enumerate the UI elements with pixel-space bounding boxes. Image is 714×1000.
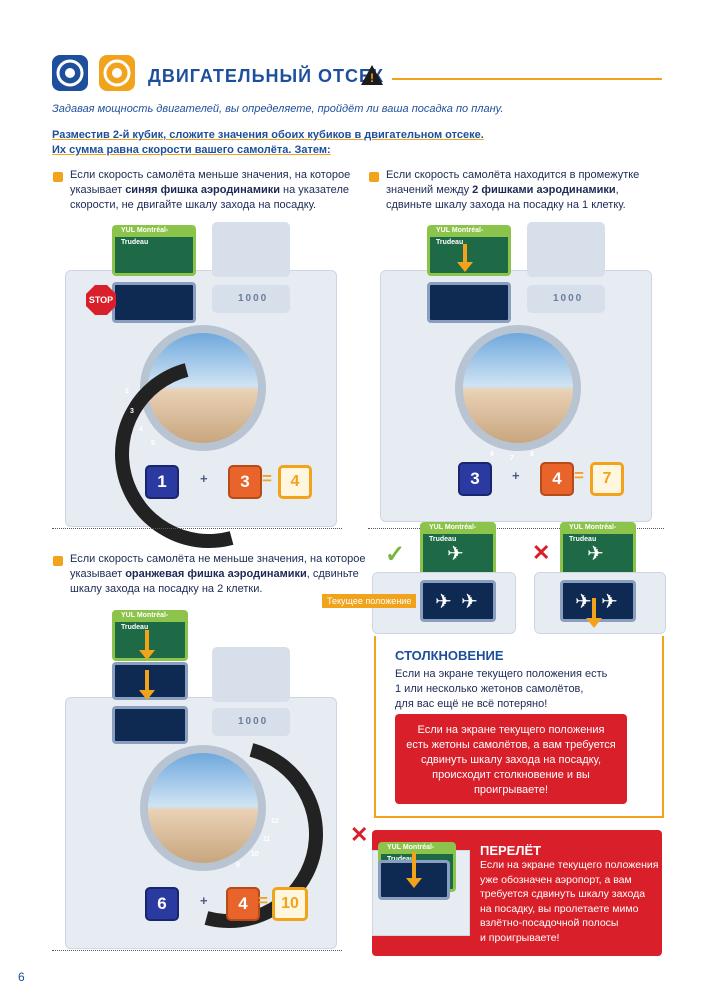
arrow-down-icon — [139, 630, 155, 660]
current-position-screen — [427, 282, 511, 323]
rule-line-1: Разместив 2-й кубик, сложите значения об… — [52, 129, 484, 141]
header-divider — [392, 78, 662, 80]
speed-tick: 11 — [263, 836, 271, 843]
speed-tick: 2 — [125, 388, 129, 395]
speed-tick: 10 — [251, 851, 259, 858]
collision-text: Если на экране текущего положения есть 1… — [395, 668, 608, 710]
blue-die: 6 — [145, 887, 179, 921]
plus-sign: + — [200, 893, 208, 908]
speed-tick: 6 — [490, 451, 494, 458]
plus-sign: + — [200, 471, 208, 486]
current-position-screen — [112, 282, 196, 323]
current-position-label: Текущее положение — [322, 594, 417, 608]
attitude-indicator — [140, 745, 266, 871]
engine-orange-icon — [99, 55, 135, 91]
bullet-icon — [53, 556, 63, 566]
current-position-screen: ✈ ✈ — [420, 580, 496, 622]
speed-sum: 7 — [590, 462, 624, 496]
speed-tick: 4 — [139, 426, 143, 433]
warning-triangle-icon: ! — [360, 64, 384, 91]
airport-card: YUL Montréal-Trudeau — [112, 225, 196, 276]
orange-die: 4 — [226, 887, 260, 921]
page-title: ДВИГАТЕЛЬНЫЙ ОТСЕК — [148, 66, 385, 86]
plane-icon: ✈ — [587, 543, 604, 565]
stop-sign-icon: STOP — [86, 285, 116, 315]
arrow-down-icon — [139, 670, 155, 700]
overshoot-title: ПЕРЕЛЁТ — [480, 843, 542, 858]
attitude-indicator — [140, 325, 266, 451]
current-position-screen — [112, 706, 188, 744]
collision-panel — [374, 636, 664, 818]
plus-sign: + — [512, 468, 520, 483]
speed-tick: 5 — [151, 440, 155, 447]
arrow-down-icon — [457, 244, 473, 272]
orange-die: 3 — [228, 465, 262, 499]
arrow-down-icon — [586, 598, 602, 628]
plane-icon: ✈ — [435, 591, 452, 613]
speed-sum: 4 — [278, 465, 312, 499]
speed-sum: 10 — [272, 887, 308, 921]
altimeter-tile: 1000 — [212, 285, 290, 313]
intro-text: Задавая мощность двигателей, вы определя… — [52, 103, 504, 115]
case2-text: Если скорость самолёта находится в проме… — [386, 169, 640, 211]
equals-sign: = — [262, 469, 272, 488]
airport-card: YUL Montréal-Trudeau ✈ — [420, 522, 496, 578]
approach-tile — [212, 222, 290, 277]
speed-tick: 3 — [130, 408, 134, 415]
equals-sign: = — [258, 891, 268, 910]
plane-icon: ✈ — [601, 591, 618, 613]
overshoot-text: Если на экране текущего положения уже об… — [480, 859, 659, 944]
altimeter-tile: 1000 — [527, 285, 605, 313]
speed-tick: 12 — [271, 818, 279, 825]
cross-icon: ✕ — [350, 822, 369, 847]
current-position-screen: ✈ ✈ — [560, 580, 636, 622]
blue-die: 3 — [458, 462, 492, 496]
case1-text: Если скорость самолёта меньше значения, … — [70, 169, 351, 211]
rule-line-2: Их сумма равна скорости вашего самолёта.… — [52, 144, 331, 156]
airport-card: YUL Montréal-Trudeau — [427, 225, 511, 276]
divider — [52, 528, 342, 529]
cross-icon: ✕ — [532, 540, 551, 565]
plane-icon: ✈ — [575, 591, 592, 613]
svg-text:!: ! — [370, 71, 374, 85]
blue-die: 1 — [145, 465, 179, 499]
orange-die: 4 — [540, 462, 574, 496]
collision-title: СТОЛКНОВЕНИЕ — [395, 648, 504, 663]
divider — [368, 528, 664, 529]
speed-tick: 9 — [236, 862, 240, 869]
page-number: 6 — [18, 970, 25, 984]
case3-text: Если скорость самолёта не меньше значени… — [70, 553, 366, 595]
bullet-icon — [369, 172, 379, 182]
equals-sign: = — [574, 466, 584, 485]
attitude-indicator — [455, 325, 581, 451]
plane-icon: ✈ — [447, 543, 464, 565]
altimeter-tile: 1000 — [212, 708, 290, 736]
approach-tile — [527, 222, 605, 277]
speed-tick: 8 — [530, 451, 534, 458]
engine-blue-icon — [52, 55, 88, 91]
divider — [52, 950, 342, 951]
arrow-down-icon — [406, 852, 422, 888]
plane-icon: ✈ — [461, 591, 478, 613]
collision-warning: Если на экране текущего положения есть ж… — [395, 714, 627, 804]
speed-tick: 7 — [510, 455, 514, 462]
bullet-icon — [53, 172, 63, 182]
approach-tile — [212, 647, 290, 702]
check-icon: ✓ — [385, 541, 406, 568]
airport-card: YUL Montréal-Trudeau ✈ — [560, 522, 636, 578]
